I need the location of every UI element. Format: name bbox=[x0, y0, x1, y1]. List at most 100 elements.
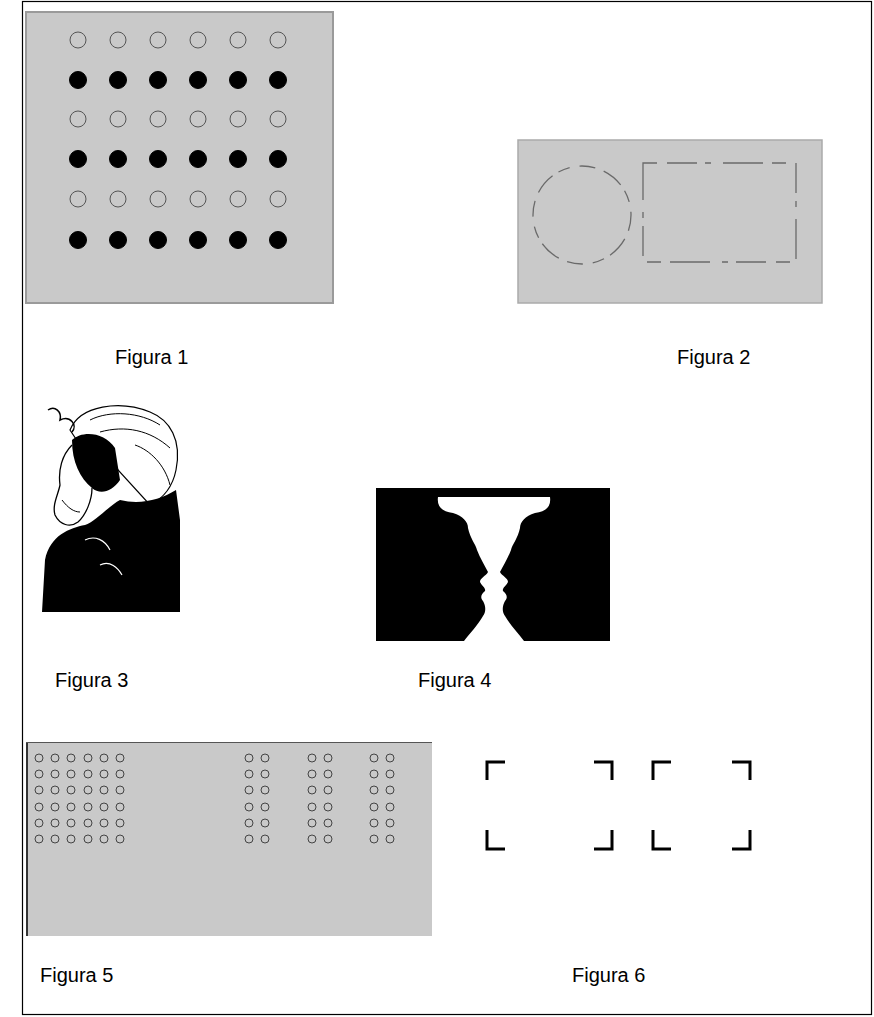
dot bbox=[308, 770, 316, 778]
dot bbox=[230, 151, 247, 168]
dot bbox=[261, 835, 269, 843]
dot bbox=[110, 191, 126, 207]
dot bbox=[245, 835, 253, 843]
dot bbox=[245, 770, 253, 778]
dot bbox=[67, 770, 75, 778]
dot bbox=[51, 835, 59, 843]
dot bbox=[35, 770, 43, 778]
dot bbox=[70, 111, 86, 127]
dot bbox=[67, 819, 75, 827]
dot bbox=[324, 754, 332, 762]
dot bbox=[150, 32, 166, 48]
dot bbox=[324, 835, 332, 843]
dot bbox=[370, 754, 378, 762]
figure-6 bbox=[487, 762, 750, 849]
figure-caption: Figura 3 bbox=[55, 668, 128, 692]
dot bbox=[35, 835, 43, 843]
dot bbox=[35, 754, 43, 762]
dot bbox=[308, 835, 316, 843]
dot bbox=[324, 819, 332, 827]
dot bbox=[270, 191, 286, 207]
figure-1 bbox=[26, 12, 333, 303]
dot bbox=[245, 803, 253, 811]
dot bbox=[100, 835, 108, 843]
outer-frame bbox=[23, 2, 872, 1015]
dot bbox=[67, 835, 75, 843]
dot bbox=[70, 191, 86, 207]
dot bbox=[230, 32, 246, 48]
dot bbox=[35, 803, 43, 811]
dot bbox=[270, 111, 286, 127]
dot bbox=[270, 232, 287, 249]
dot bbox=[245, 819, 253, 827]
dot bbox=[370, 770, 378, 778]
dot bbox=[67, 803, 75, 811]
figure-caption: Figura 4 bbox=[418, 668, 491, 692]
figure-3 bbox=[30, 405, 182, 612]
dot bbox=[270, 151, 287, 168]
dot bbox=[150, 151, 167, 168]
dot bbox=[84, 754, 92, 762]
dot bbox=[308, 754, 316, 762]
dot bbox=[110, 151, 127, 168]
dot bbox=[386, 770, 394, 778]
dot bbox=[116, 835, 124, 843]
dot bbox=[67, 754, 75, 762]
dot bbox=[270, 72, 287, 89]
dot bbox=[110, 72, 127, 89]
dot bbox=[110, 111, 126, 127]
dot bbox=[261, 770, 269, 778]
dot bbox=[261, 803, 269, 811]
dot bbox=[190, 111, 206, 127]
dot bbox=[100, 786, 108, 794]
dot bbox=[100, 754, 108, 762]
dot bbox=[150, 232, 167, 249]
dot bbox=[270, 32, 286, 48]
dot bbox=[110, 232, 127, 249]
dot bbox=[245, 754, 253, 762]
figure-4 bbox=[376, 488, 610, 641]
dot bbox=[386, 819, 394, 827]
dot bbox=[35, 819, 43, 827]
figure-caption: Figura 2 bbox=[677, 345, 750, 369]
dot bbox=[84, 835, 92, 843]
dot bbox=[150, 191, 166, 207]
dot bbox=[261, 786, 269, 794]
dot bbox=[35, 786, 43, 794]
dot bbox=[370, 819, 378, 827]
dot bbox=[84, 786, 92, 794]
dot bbox=[261, 754, 269, 762]
dot bbox=[308, 803, 316, 811]
dot bbox=[370, 803, 378, 811]
dot bbox=[100, 803, 108, 811]
figure-5 bbox=[26, 742, 432, 936]
dot bbox=[51, 803, 59, 811]
dot bbox=[386, 803, 394, 811]
dot bbox=[190, 151, 207, 168]
dot bbox=[67, 786, 75, 794]
dot bbox=[51, 754, 59, 762]
dot bbox=[190, 232, 207, 249]
figure-caption: Figura 5 bbox=[40, 963, 113, 987]
dot bbox=[84, 770, 92, 778]
dot bbox=[150, 72, 167, 89]
dot bbox=[51, 786, 59, 794]
dot bbox=[116, 819, 124, 827]
dot bbox=[245, 786, 253, 794]
dot bbox=[370, 786, 378, 794]
dot bbox=[324, 803, 332, 811]
dot bbox=[116, 770, 124, 778]
dot bbox=[308, 819, 316, 827]
dot bbox=[116, 803, 124, 811]
dot bbox=[324, 786, 332, 794]
dot bbox=[190, 191, 206, 207]
figure-caption: Figura 6 bbox=[572, 963, 645, 987]
dot bbox=[84, 803, 92, 811]
dot bbox=[230, 72, 247, 89]
dot bbox=[100, 770, 108, 778]
dot bbox=[230, 111, 246, 127]
dot bbox=[324, 770, 332, 778]
figure-caption: Figura 1 bbox=[115, 345, 188, 369]
dot bbox=[190, 32, 206, 48]
